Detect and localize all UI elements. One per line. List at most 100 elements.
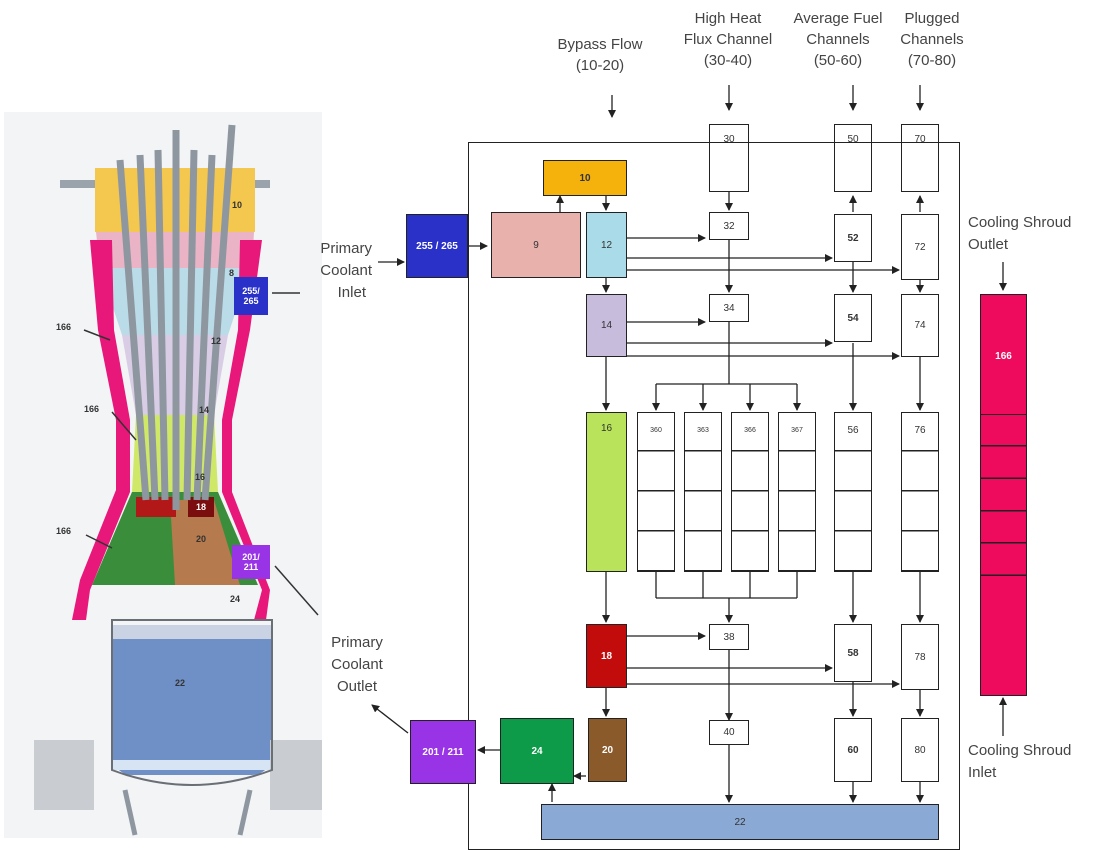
shroud-inlet-line-2: Inlet	[968, 764, 997, 781]
cutaway-label-10: 10	[232, 200, 243, 210]
node-166-label: 166	[995, 351, 1012, 362]
node-367-label: 367	[791, 427, 803, 434]
node-255-265: 255 / 265	[406, 214, 468, 278]
node-58-label: 58	[847, 647, 859, 659]
header-plugged-line-3: (70-80)	[907, 52, 957, 69]
header-bypass-flow: Bypass Flow (10-20)	[545, 34, 655, 76]
node-255-265-label: 255 / 265	[416, 240, 458, 252]
node-60-label: 60	[847, 744, 859, 756]
cooling-shroud-inlet-label: Cooling Shroud Inlet	[968, 740, 1071, 784]
node-40: 40	[709, 720, 749, 745]
node-40-label: 40	[723, 727, 735, 738]
node-20: 20	[588, 718, 627, 782]
node-201-211: 201 / 211	[410, 720, 476, 784]
node-80: 80	[901, 718, 939, 782]
node-52: 52	[834, 214, 872, 262]
node-16: 16	[586, 412, 627, 572]
node-38-label: 38	[723, 631, 735, 643]
cooling-shroud-outlet-label: Cooling Shroud Outlet	[968, 212, 1071, 256]
cutaway-label-166-mid: 166	[84, 404, 100, 414]
header-high-heat-line-2: Flux Channel	[683, 31, 773, 48]
header-average-fuel: Average Fuel Channels (50-60)	[782, 8, 894, 71]
node-74-label: 74	[914, 320, 926, 331]
node-50: 50	[834, 124, 872, 192]
header-high-heat-flux: High Heat Flux Channel (30-40)	[670, 8, 786, 71]
cutaway-label-201-211: 201/ 211	[242, 552, 260, 572]
node-24-label: 24	[531, 745, 543, 757]
shroud-divider-lines	[980, 414, 1027, 577]
node-16-label: 16	[600, 423, 613, 434]
cutaway-label-8: 8	[229, 268, 235, 278]
node-10-label: 10	[579, 172, 591, 184]
cutaway-label-16: 16	[195, 472, 206, 482]
node-70-label: 70	[914, 134, 926, 145]
node-20-label: 20	[601, 744, 614, 756]
header-plugged-channels: Plugged Channels (70-80)	[893, 8, 971, 71]
node-201-211-label: 201 / 211	[422, 746, 464, 758]
node-56: 56	[834, 412, 872, 572]
node-52-label: 52	[847, 232, 859, 244]
node-78-label: 78	[914, 651, 926, 663]
primary-coolant-inlet-label: Primary Coolant Inlet	[308, 238, 372, 304]
primary-inlet-line-2: Coolant	[320, 262, 372, 279]
node-363: 363	[684, 412, 722, 572]
node-9: 9	[491, 212, 581, 278]
header-average-line-3: (50-60)	[813, 52, 863, 69]
header-high-heat-line-3: (30-40)	[703, 52, 753, 69]
node-22: 22	[541, 804, 939, 840]
node-72: 72	[901, 214, 939, 280]
header-plugged-line-1: Plugged	[904, 10, 960, 27]
cutaway-label-22: 22	[175, 678, 186, 688]
node-78: 78	[901, 624, 939, 690]
node-32-label: 32	[723, 220, 735, 232]
primary-outlet-line-1: Primary	[331, 634, 383, 651]
node-366-label: 366	[744, 427, 756, 434]
node-58: 58	[834, 624, 872, 682]
shroud-outlet-line-2: Outlet	[968, 236, 1009, 253]
primary-outlet-line-2: Coolant	[331, 656, 383, 673]
node-60: 60	[834, 718, 872, 782]
header-plugged-line-2: Channels	[900, 31, 964, 48]
header-average-line-2: Channels	[806, 31, 870, 48]
node-18-label: 18	[600, 650, 613, 662]
header-bypass-line-2: (10-20)	[575, 57, 625, 74]
node-360: 360	[637, 412, 675, 572]
cutaway-label-12: 12	[211, 336, 222, 346]
primary-inlet-line-3: Inlet	[337, 284, 366, 301]
node-363-label: 363	[697, 427, 709, 434]
node-18: 18	[586, 624, 627, 688]
cutaway-label-166-bottom: 166	[56, 526, 72, 536]
cutaway-label-20: 20	[196, 534, 207, 544]
node-366: 366	[731, 412, 769, 572]
node-12-label: 12	[600, 239, 613, 251]
cutaway-label-24: 24	[230, 594, 241, 604]
node-9-label: 9	[533, 239, 539, 251]
node-34: 34	[709, 294, 749, 322]
cutaway-label-18: 18	[196, 502, 207, 512]
cutaway-label-14: 14	[199, 405, 210, 415]
header-high-heat-line-1: High Heat	[694, 10, 762, 27]
node-30-label: 30	[723, 134, 735, 145]
node-14: 14	[586, 294, 627, 357]
header-bypass-line-1: Bypass Flow	[557, 36, 643, 53]
node-22-label: 22	[734, 816, 746, 828]
node-76: 76	[901, 412, 939, 572]
node-32: 32	[709, 212, 749, 240]
node-70: 70	[901, 124, 939, 192]
primary-coolant-outlet-label: Primary Coolant Outlet	[322, 632, 392, 698]
node-30: 30	[709, 124, 749, 192]
node-38: 38	[709, 624, 749, 650]
node-72-label: 72	[914, 241, 926, 253]
primary-inlet-line-1: Primary	[320, 240, 372, 257]
node-360-label: 360	[650, 427, 662, 434]
cutaway-badge-201-211: 201/ 211	[232, 545, 270, 579]
node-50-label: 50	[847, 134, 859, 145]
node-10: 10	[543, 160, 627, 196]
node-34-label: 34	[723, 302, 735, 314]
reactor-cutaway-illustration	[4, 112, 322, 838]
node-24: 24	[500, 718, 574, 784]
node-54: 54	[834, 294, 872, 342]
node-14-label: 14	[600, 320, 613, 331]
header-average-line-1: Average Fuel	[793, 10, 883, 27]
